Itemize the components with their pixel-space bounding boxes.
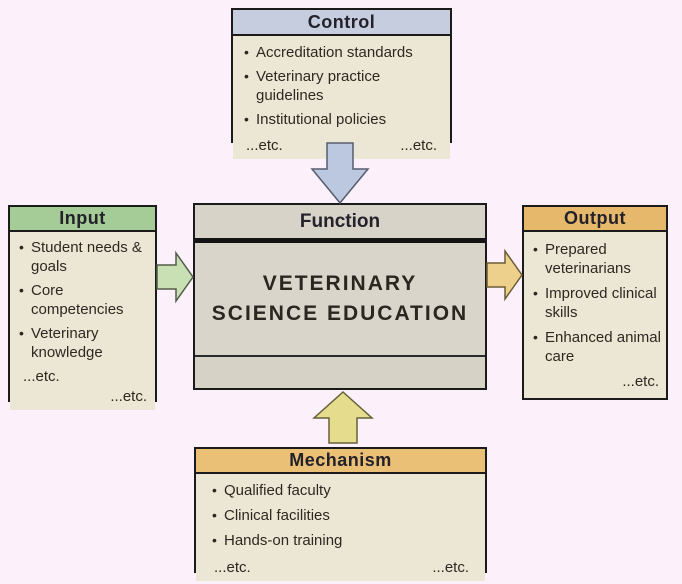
mechanism-box: Mechanism • Qualified faculty • Clinical… (194, 447, 487, 581)
etc-right-label: ...etc. (432, 559, 469, 576)
item-text: Veterinary knowledge (31, 325, 103, 361)
etc-left-label: ...etc. (246, 137, 283, 154)
function-box: Function VETERINARY SCIENCE EDUCATION (193, 203, 487, 390)
output-header: Output (524, 207, 666, 232)
input-box: Input • Student needs & goals • Core com… (8, 205, 157, 410)
input-header: Input (10, 207, 155, 232)
item-text: Qualified faculty (224, 482, 331, 499)
mechanism-item-list: • Qualified faculty • Clinical facilitie… (210, 481, 473, 550)
mechanism-to-function-arrow-icon (312, 391, 374, 444)
bullet-icon: • (533, 329, 538, 345)
list-item: • Student needs & goals (17, 238, 149, 276)
list-item: • Institutional policies (242, 110, 441, 129)
control-item-list: • Accreditation standards • Veterinary p… (242, 43, 441, 129)
control-body: • Accreditation standards • Veterinary p… (233, 36, 450, 159)
mechanism-header: Mechanism (196, 449, 485, 474)
control-title: Control (307, 11, 376, 32)
bullet-icon: • (212, 532, 217, 548)
output-item-list: • Prepared veterinarians • Improved clin… (531, 240, 661, 366)
input-body: • Student needs & goals • Core competenc… (10, 232, 155, 410)
list-item: • Clinical facilities (210, 506, 473, 525)
function-name-line2: SCIENCE EDUCATION (211, 302, 469, 325)
item-text: Institutional policies (256, 111, 387, 128)
right-arrow-shape (486, 248, 523, 302)
output-title: Output (564, 208, 626, 228)
list-item: • Prepared veterinarians (531, 240, 661, 278)
item-text: Clinical facilities (224, 507, 330, 524)
mechanism-title: Mechanism (289, 450, 392, 470)
function-header: Function (195, 205, 485, 238)
bullet-icon: • (533, 285, 538, 301)
mechanism-body: • Qualified faculty • Clinical facilitie… (196, 474, 485, 581)
control-header: Control (233, 10, 450, 36)
item-text: Hands-on training (224, 532, 343, 549)
item-text: Enhanced animal care (545, 329, 661, 365)
etc-row: ...etc. ...etc. (242, 134, 441, 155)
right-arrow-shape (156, 250, 194, 304)
function-name-line1: VETERINARY (262, 272, 418, 295)
list-item: • Enhanced animal care (531, 328, 661, 366)
etc-right-label: ...etc. (110, 388, 147, 405)
bullet-icon: • (212, 507, 217, 523)
input-item-list: • Student needs & goals • Core competenc… (17, 238, 149, 362)
bullet-icon: • (19, 239, 24, 255)
list-item: • Accreditation standards (242, 43, 441, 62)
item-text: Prepared veterinarians (545, 241, 631, 277)
list-item: • Hands-on training (210, 531, 473, 550)
bullet-icon: • (533, 241, 538, 257)
function-title: Function (299, 210, 381, 232)
bullet-icon: • (212, 482, 217, 498)
input-title: Input (59, 208, 106, 228)
divider-bar (195, 238, 485, 243)
etc-left-label: ...etc. (214, 559, 251, 576)
etc-right-label: ...etc. (622, 373, 659, 390)
item-text: Student needs & goals (31, 239, 142, 275)
bullet-icon: • (19, 325, 24, 341)
function-to-output-arrow-icon (486, 248, 523, 302)
control-box: Control • Accreditation standards • Vete… (231, 8, 452, 159)
down-arrow-shape (310, 142, 370, 204)
input-to-function-arrow-icon (156, 250, 194, 304)
bullet-icon: • (244, 68, 249, 84)
bullet-icon: • (244, 111, 249, 127)
list-item: • Core competencies (17, 281, 149, 319)
up-arrow-shape (312, 391, 374, 444)
list-item: • Veterinary practice guidelines (242, 67, 441, 105)
list-item: • Qualified faculty (210, 481, 473, 500)
output-box: Output • Prepared veterinarians • Improv… (522, 205, 668, 400)
control-to-function-arrow-icon (310, 142, 370, 204)
etc-left-label: ...etc. (23, 368, 60, 385)
output-body: • Prepared veterinarians • Improved clin… (524, 232, 666, 395)
function-body: VETERINARY SCIENCE EDUCATION (195, 243, 485, 355)
function-footer-strip (195, 355, 485, 388)
item-text: Core competencies (31, 282, 124, 318)
etc-row: ...etc. ...etc. (210, 556, 473, 577)
list-item: • Improved clinical skills (531, 284, 661, 322)
item-text: Improved clinical skills (545, 285, 657, 321)
list-item: • Veterinary knowledge (17, 324, 149, 362)
item-text: Veterinary practice guidelines (256, 68, 381, 104)
bullet-icon: • (19, 282, 24, 298)
etc-right-label: ...etc. (400, 137, 437, 154)
bullet-icon: • (244, 44, 249, 60)
item-text: Accreditation standards (256, 44, 413, 61)
